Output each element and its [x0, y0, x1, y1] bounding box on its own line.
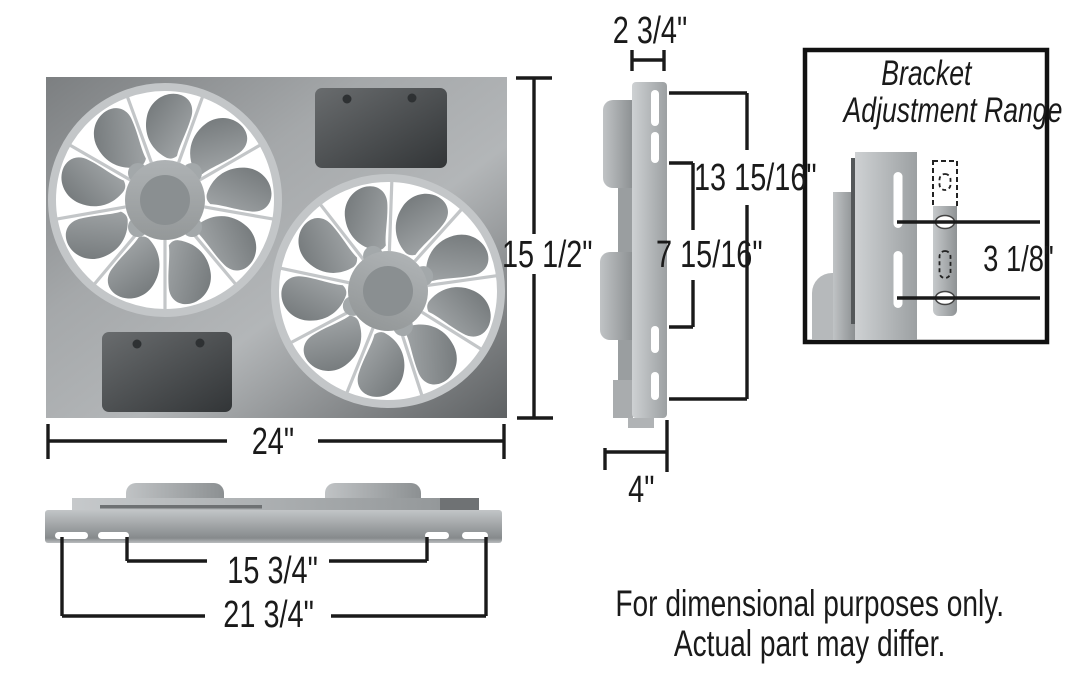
bracket-slots — [651, 90, 659, 400]
dim-depth-lines — [603, 420, 669, 472]
sliding-bracket — [932, 160, 958, 316]
dim-bracket-width-lines — [630, 50, 666, 71]
shroud-corner — [812, 273, 835, 340]
disclaimer-text: For dimensional purposes only. Actual pa… — [553, 584, 1067, 664]
dim-front-width-lines — [46, 424, 506, 459]
bottom-plate-end — [440, 498, 479, 511]
dim-outer-slot-span-lines — [669, 91, 749, 401]
motor-bump-lower — [600, 252, 633, 340]
screw-hole — [132, 339, 142, 349]
dim-adjustment-range-label: 3 1/8" — [983, 238, 1054, 279]
bracket-plate-detail — [855, 152, 917, 340]
bracket-plate-slots — [893, 172, 903, 308]
bracket-adjustment-panel — [802, 47, 1050, 345]
shroud-edge-detail — [833, 192, 855, 340]
screw-hole — [407, 93, 417, 103]
dim-outer-slot-span-label: 13 15/16" — [694, 157, 817, 199]
fan-left — [52, 87, 278, 313]
disclaimer-line2: Actual part may differ. — [674, 622, 946, 664]
side-view — [600, 82, 667, 428]
bottom-slots — [55, 532, 488, 539]
shroud-seam — [100, 505, 262, 509]
bracket-panel-title-line1: Bracket — [880, 54, 972, 93]
dimension-lines — [46, 50, 749, 618]
bottom-motor-dome-left — [126, 483, 224, 498]
dim-front-width-label: 24" — [251, 421, 295, 463]
motor-box-bottom-left — [102, 332, 232, 412]
bottom-plate — [72, 498, 479, 511]
motor-box-top-right — [315, 88, 447, 168]
dim-front-height-lines — [516, 76, 553, 420]
ghost-slot — [938, 173, 952, 191]
side-step — [628, 418, 654, 428]
bracket-strip — [933, 206, 957, 316]
bottom-bar — [45, 510, 502, 543]
screw-hole — [195, 338, 205, 348]
disclaimer-line1: For dimensional purposes only. — [615, 583, 1005, 624]
range-pointer-lines — [897, 220, 1040, 300]
dim-inner-slot-span-lines — [669, 161, 695, 329]
dim-outer-mount-label: 21 3/4" — [223, 594, 314, 636]
bracket-panel-title: Bracket Adjustment Range — [809, 54, 1063, 131]
bracket-panel-title-line2: Adjustment Range — [843, 91, 1063, 131]
bracket-ghost-position — [932, 160, 958, 208]
motor-bump-upper — [603, 100, 633, 188]
dim-inner-mount-label: 15 3/4" — [227, 550, 318, 592]
dim-depth-label: 4" — [627, 469, 655, 511]
ghost-slot-middle — [938, 250, 952, 279]
dim-outer-mount-lines — [60, 537, 488, 618]
side-foot — [613, 380, 633, 418]
plate-shadow-edge — [851, 158, 857, 324]
dim-front-height-label: 15 1/2" — [502, 234, 593, 276]
dim-inner-slot-span-label: 7 15/16" — [656, 234, 763, 276]
front-view — [46, 77, 535, 438]
dim-inner-mount-lines — [125, 537, 429, 563]
dim-bracket-width-label: 2 3/4" — [612, 10, 688, 52]
bottom-motor-dome-right — [325, 483, 421, 498]
screw-hole — [342, 94, 352, 104]
bottom-view — [45, 483, 502, 543]
